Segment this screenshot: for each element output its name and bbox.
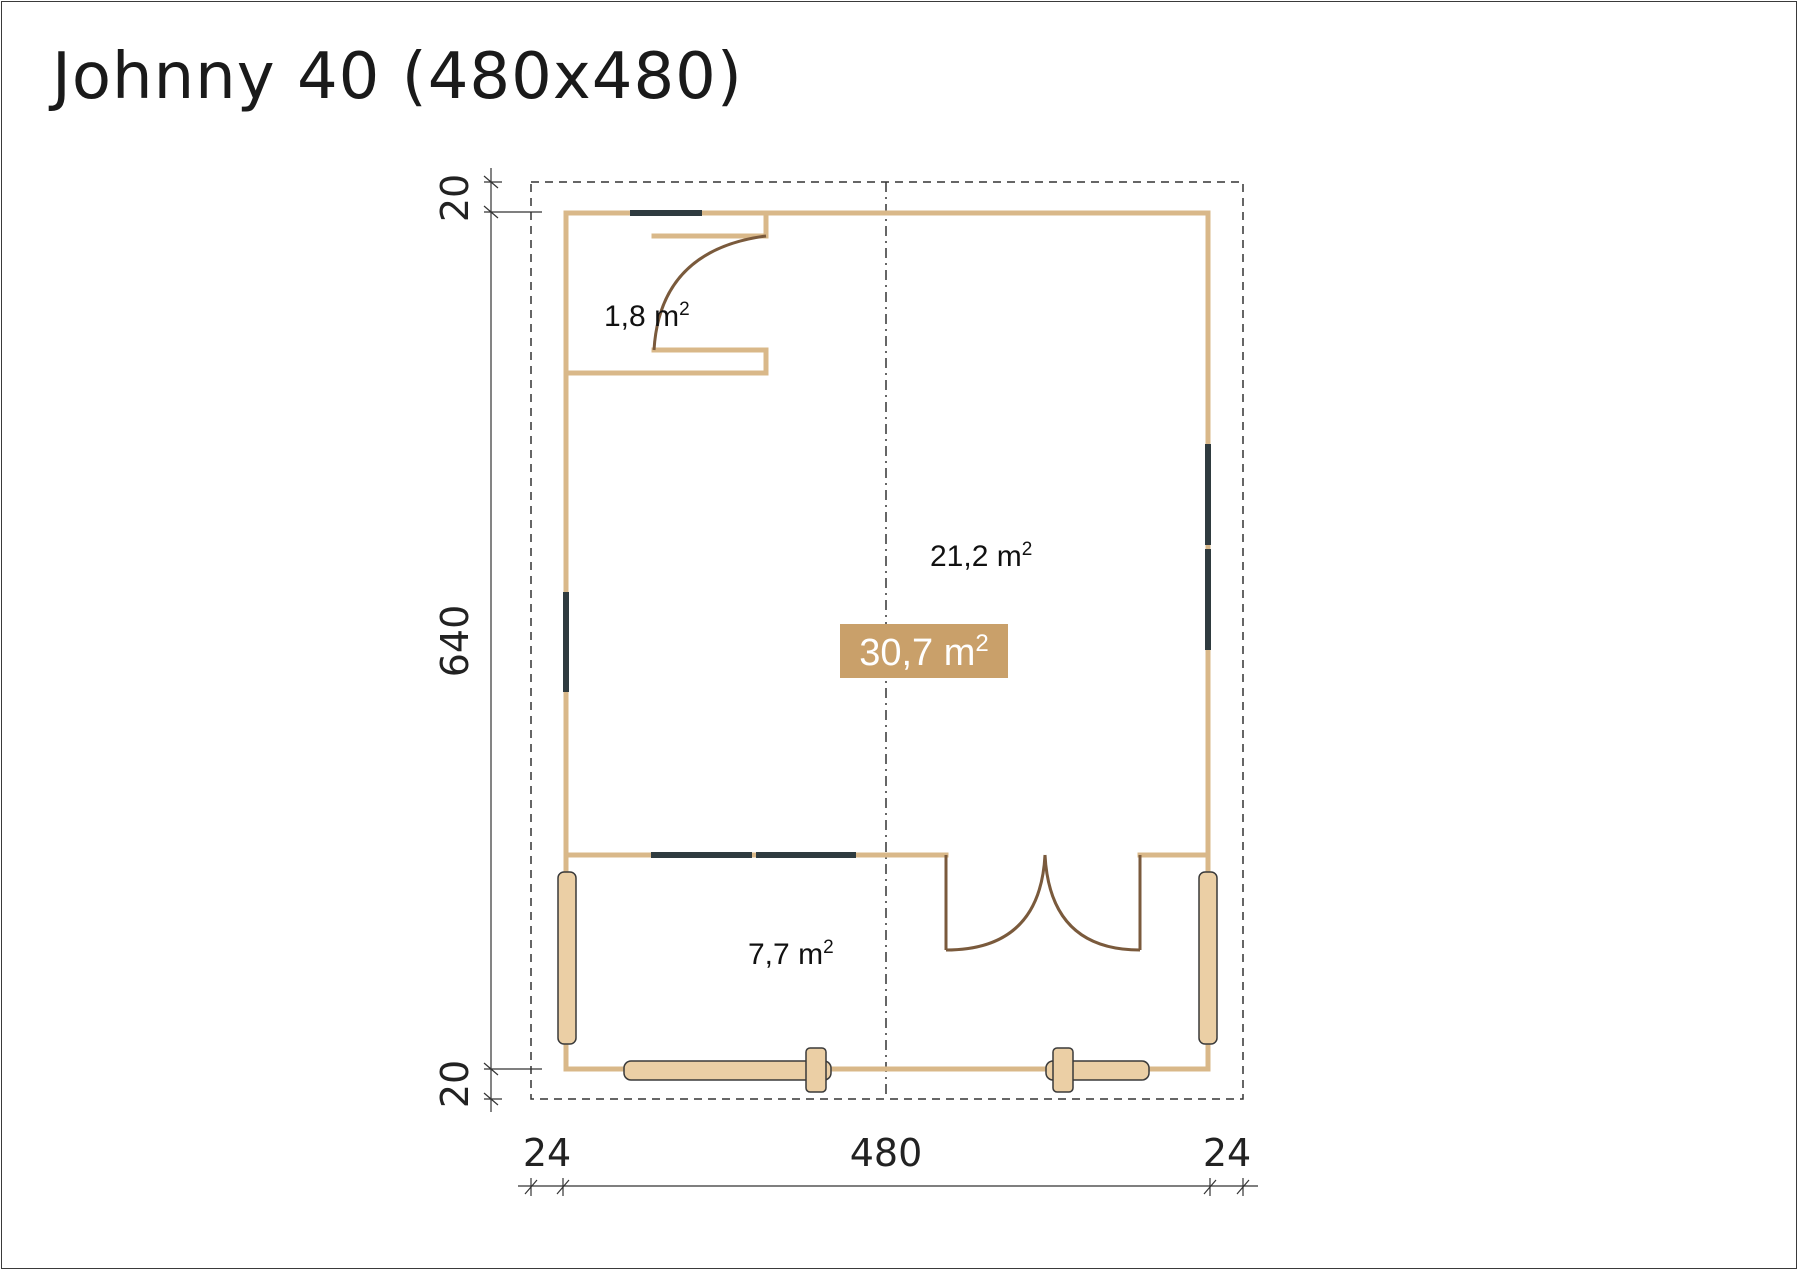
dim-bottom-overhang: 20 <box>433 1060 477 1108</box>
storage-area-label: 1,8 m2 <box>604 299 690 333</box>
door-arcs <box>652 234 1142 952</box>
svg-text:7,7 m2: 7,7 m2 <box>748 937 834 971</box>
porch-area-exp: 2 <box>823 937 834 958</box>
porch-area-unit: m <box>798 938 823 971</box>
storage-area-value: 1,8 <box>604 300 646 333</box>
total-area-value: 30,7 <box>859 632 933 674</box>
dim-width: 480 <box>850 1131 923 1175</box>
dim-left-overhang: 24 <box>523 1131 571 1175</box>
porch-area-value: 7,7 <box>748 938 790 971</box>
horizontal-dimension <box>518 1178 1258 1196</box>
total-area-unit: m <box>944 632 976 674</box>
storage-area-exp: 2 <box>679 299 690 320</box>
vertical-dimension <box>483 168 542 1112</box>
windows <box>563 210 1211 858</box>
page-title: Johnny 40 (480x480) <box>52 40 743 114</box>
dim-right-overhang: 24 <box>1203 1131 1251 1175</box>
svg-text:21,2 m2: 21,2 m2 <box>930 539 1032 573</box>
roof-outline <box>530 181 1244 1100</box>
storage-area-unit: m <box>654 300 679 333</box>
dim-height: 640 <box>433 605 477 678</box>
main-room-area-label: 21,2 m2 <box>930 539 1032 573</box>
main-room-area-exp: 2 <box>1022 539 1033 560</box>
porch-area-label: 7,7 m2 <box>748 937 834 971</box>
total-area-badge <box>840 624 1008 678</box>
main-room-area-value: 21,2 <box>930 540 988 573</box>
total-area-label: 30,7 m2 <box>859 630 989 674</box>
dim-top-overhang: 20 <box>433 174 477 222</box>
svg-text:1,8 m2: 1,8 m2 <box>604 299 690 333</box>
main-room-area-unit: m <box>997 540 1022 573</box>
porch-posts <box>557 871 1218 1093</box>
total-area-exp: 2 <box>975 630 988 657</box>
